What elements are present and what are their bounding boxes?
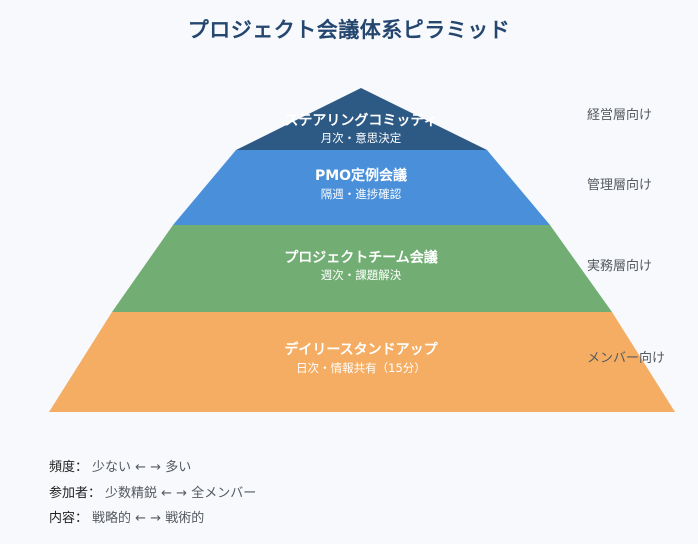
tier-team-title: プロジェクトチーム会議	[284, 249, 438, 266]
audience-label-member: メンバー向け	[587, 351, 666, 366]
legend-label: 内容：	[49, 511, 89, 526]
tier-steering-title: ステアリングコミッティ	[284, 112, 437, 129]
tier-daily-title: デイリースタンドアップ	[284, 341, 438, 358]
tier-team-shape	[112, 225, 612, 312]
tier-steering-shape	[236, 88, 487, 150]
tier-steering-detail: 月次・意思決定	[321, 131, 402, 145]
tier-pmo-detail: 隔週・進捗確認	[321, 187, 402, 201]
audience-label-executive: 経営層向け	[587, 108, 653, 123]
audience-label-practitioner: 実務層向け	[587, 259, 653, 274]
legend-value: 少数精鋭 ← → 全メンバー	[105, 485, 257, 501]
legend-row-content: 内容：戦略的 ← → 戦術的	[49, 509, 256, 535]
audience-label-management: 管理層向け	[587, 178, 653, 193]
legend-row-participants: 参加者：少数精鋭 ← → 全メンバー	[49, 484, 256, 510]
legend-label: 参加者：	[49, 485, 102, 501]
legend: 頻度：少ない ← → 多い 参加者：少数精鋭 ← → 全メンバー 内容：戦略的 …	[49, 458, 256, 535]
tier-daily-shape	[49, 312, 675, 412]
tier-pmo-shape	[173, 150, 550, 225]
legend-row-frequency: 頻度：少ない ← → 多い	[49, 458, 256, 484]
legend-value: 少ない ← → 多い	[92, 460, 192, 475]
page-title: プロジェクト会議体系ピラミッド	[187, 18, 511, 42]
tier-pmo-title: PMO定例会議	[315, 167, 407, 184]
tier-daily-detail: 日次・情報共有（15分）	[296, 361, 426, 375]
tier-team-detail: 週次・課題解決	[321, 268, 402, 282]
legend-value: 戦略的 ← → 戦術的	[92, 511, 205, 526]
legend-label: 頻度：	[49, 460, 89, 475]
